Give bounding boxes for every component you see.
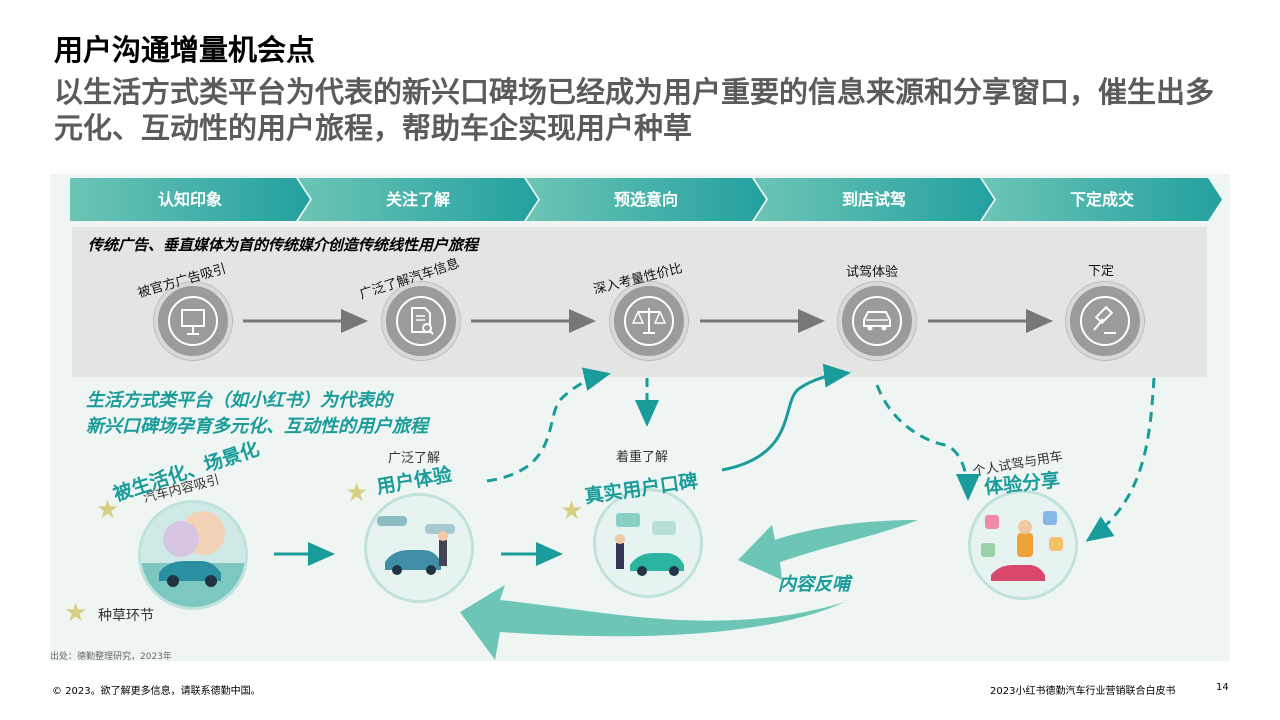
stage-chevron-purchase: 下定成交: [982, 178, 1222, 221]
car-icon: [838, 282, 916, 360]
page-subtitle: 以生活方式类平台为代表的新兴口碑场已经成为用户重要的信息来源和分享窗口，催生出多…: [54, 75, 1215, 145]
lifestyle-car-image: [138, 500, 248, 610]
lifestyle-journey-title: 生活方式类平台（如小红书）为代表的 新兴口碑场孕育多元化、互动性的用户旅程: [86, 388, 428, 440]
experience-sharing-image: [968, 490, 1078, 600]
lifestyle-title-line: 新兴口碑场孕育多元化、互动性的用户旅程: [86, 416, 428, 437]
user-reviews-image: [593, 488, 703, 598]
footer-copyright: © 2023。欲了解更多信息，请联系德勤中国。: [52, 686, 261, 697]
star-icon: ★: [96, 495, 120, 525]
source-note: 出处：德勤整理研究，2023年: [50, 652, 172, 662]
lifestyle-step-small-label: 着重了解: [616, 450, 669, 465]
traditional-step-label: 试驾体验: [846, 265, 899, 280]
stage-label: 关注了解: [385, 190, 450, 209]
balance-scale-icon: [610, 282, 688, 360]
content-feedback-label: 内容反哺: [778, 574, 850, 595]
document-search-icon: [382, 282, 460, 360]
stage-chevron-test-drive: 到店试驾: [754, 178, 994, 221]
stage-label: 到店试驾: [841, 190, 906, 209]
traditional-journey-title: 传统广告、垂直媒体为首的传统媒介创造传统线性用户旅程: [88, 236, 479, 254]
traditional-step-label: 下定: [1088, 264, 1115, 279]
stage-label: 预选意向: [613, 190, 678, 209]
star-icon: ★: [345, 478, 369, 508]
lifestyle-step-small-label: 广泛了解: [388, 451, 441, 466]
lifestyle-title-line: 生活方式类平台（如小红书）为代表的: [86, 390, 392, 411]
legend-label: 种草环节: [98, 608, 154, 624]
gavel-icon: [1066, 282, 1144, 360]
footer-report-title: 2023小红书德勤汽车行业营销联合白皮书: [990, 686, 1176, 697]
stage-label: 下定成交: [1069, 190, 1134, 209]
page-number: 14: [1216, 682, 1229, 693]
star-icon: ★: [560, 496, 584, 526]
presentation-board-icon: [154, 282, 232, 360]
stage-bar: 认知印象 关注了解 预选意向 到店试驾 下定成交: [70, 178, 1222, 221]
stage-label: 认知印象: [157, 190, 222, 209]
stage-chevron-intention: 预选意向: [526, 178, 766, 221]
page-title: 用户沟通增量机会点: [54, 33, 316, 67]
user-experience-image: [364, 493, 474, 603]
stage-chevron-awareness: 认知印象: [70, 178, 310, 221]
star-icon: ★: [64, 598, 88, 628]
stage-chevron-interest: 关注了解: [298, 178, 538, 221]
